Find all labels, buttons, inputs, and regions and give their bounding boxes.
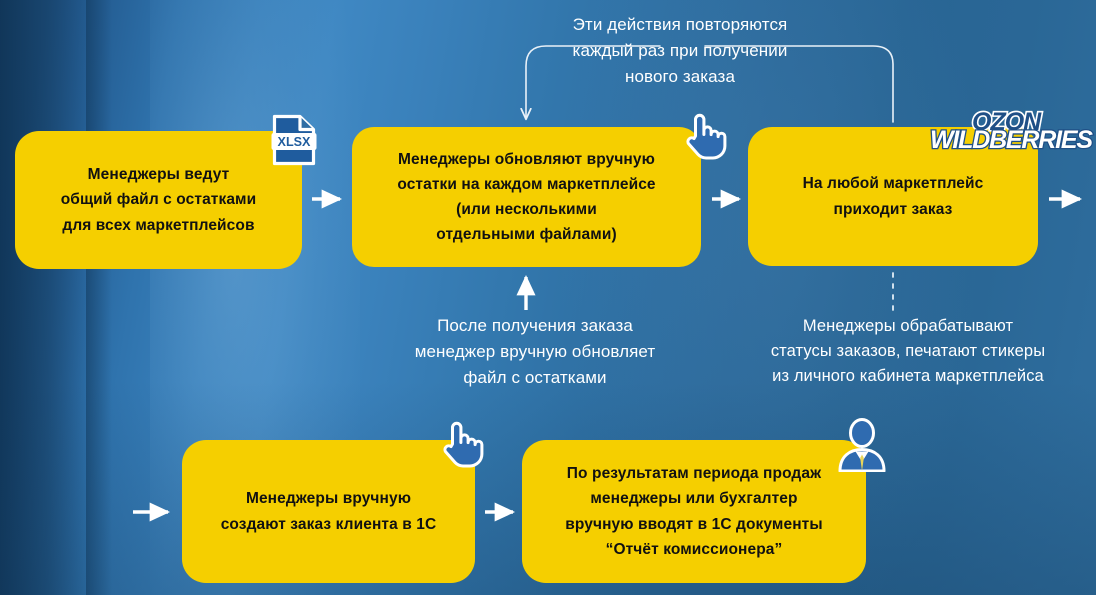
caption-repeat-each-order: Эти действия повторяются каждый раз при … (572, 15, 788, 86)
process-box-manual-stock-update[interactable]: Менеджеры обновляют вручную остатки на к… (352, 127, 701, 267)
xlsx-file-icon: XLSX (271, 113, 317, 167)
process-box-commission-report[interactable]: По результатам периода продаж менеджеры … (522, 440, 866, 583)
box-5-text: По результатам периода продаж менеджеры … (565, 465, 823, 558)
box-2-text: Менеджеры обновляют вручную остатки на к… (397, 150, 656, 244)
box-1-text: Менеджеры ведут общий файл с остатками д… (60, 166, 257, 234)
process-box-order-arrives[interactable]: На любой маркетплейс приходит заказ (748, 127, 1038, 266)
wildberries-logo: WILDBERRIES (929, 125, 1095, 156)
marketplace-logos: OZON WILDBERRIES (929, 106, 1096, 160)
xlsx-label: XLSX (278, 135, 311, 149)
process-box-create-order-1c[interactable]: Менеджеры вручную создают заказ клиента … (182, 440, 475, 583)
process-box-shared-stock-file[interactable]: Менеджеры ведут общий файл с остатками д… (15, 131, 302, 269)
box-3-text: На любой маркетплейс приходит заказ (802, 175, 984, 218)
businessman-avatar-icon (836, 418, 888, 473)
box-4-text: Менеджеры вручную создают заказ клиента … (220, 490, 437, 533)
pointing-hand-cursor-icon (439, 418, 487, 470)
ozon-logo: OZON (970, 106, 1042, 137)
pointing-hand-cursor-icon (682, 110, 730, 162)
caption-manual-file-update: После получения заказа менеджер вручную … (414, 316, 656, 387)
caption-status-processing: Менеджеры обрабатывают статусы заказов, … (770, 317, 1046, 386)
